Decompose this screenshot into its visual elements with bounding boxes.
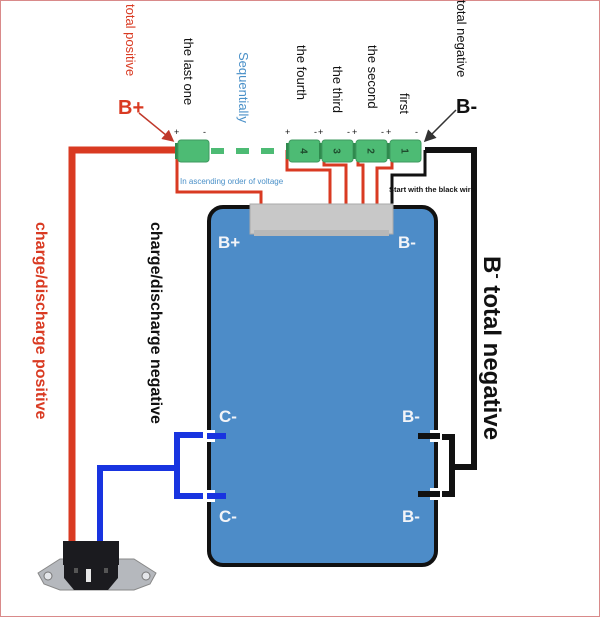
pad-label-b-minus-upper: B- <box>402 407 420 426</box>
battery-cell-fourth: 4+- <box>285 127 321 163</box>
label-the-second: the second <box>365 45 380 109</box>
b-plus-pointer-arrow-icon <box>138 112 175 142</box>
cell-minus-mark: - <box>203 127 206 137</box>
pad-label-b-minus-lower: B- <box>402 507 420 526</box>
cell-plus-mark: + <box>174 127 179 137</box>
cell-number: 4 <box>298 148 309 154</box>
cell-plus-mark: + <box>318 127 323 137</box>
pad-label-c-minus-upper: C- <box>219 407 237 426</box>
label-b-minus-total-negative: B- total negative <box>478 256 506 440</box>
cell-minus-mark: - <box>415 127 418 137</box>
charge-discharge-positive-wire <box>68 146 178 548</box>
label-sequentially: Sequentially <box>236 52 251 123</box>
battery-cell-first: 1 + - <box>386 127 422 163</box>
note-start-black-wire: Start with the black wire <box>389 185 475 194</box>
balance-connector <box>249 203 394 235</box>
label-the-fourth: the fourth <box>294 45 309 100</box>
label-the-last-one: the last one <box>181 38 196 105</box>
balance-wire-fourth <box>285 150 332 210</box>
battery-cells: +-4+-3+-2+-1+- <box>174 127 422 163</box>
cell-plus-mark: + <box>352 127 357 137</box>
note-ascending-order: In ascending order of voltage <box>180 177 284 186</box>
label-charge-discharge-positive: charge/discharge positive <box>32 222 49 420</box>
sequential-dashes <box>211 148 274 154</box>
label-b-plus-top: B+ <box>118 97 144 119</box>
c-minus-pad-bridge <box>174 432 226 499</box>
label-first: first <box>397 93 412 114</box>
iec-power-inlet-icon <box>37 541 157 591</box>
cell-plus-mark: + <box>386 127 391 137</box>
cell-minus-mark: - <box>314 127 317 137</box>
cell-body <box>177 139 210 163</box>
label-b-minus-top: B- <box>456 96 477 118</box>
pad-label-c-minus-lower: C- <box>219 507 237 526</box>
balance-wire-last <box>175 150 263 210</box>
cell-number: 1 <box>399 148 410 154</box>
label-total-negative: total negative <box>454 0 469 77</box>
charge-discharge-negative-wire <box>97 465 176 548</box>
pad-label-b-minus-top: B- <box>398 233 416 252</box>
b-minus-pointer-arrow-icon <box>423 109 457 143</box>
label-the-third: the third <box>330 66 345 113</box>
battery-cell-last: +- <box>174 127 210 163</box>
cell-number: 2 <box>365 148 376 154</box>
black-balance-wire <box>390 150 427 210</box>
total-negative-wire <box>425 147 477 470</box>
label-total-positive: total positive <box>123 4 138 76</box>
battery-cell-second: 2+- <box>352 127 388 163</box>
cell-number: 3 <box>331 148 342 154</box>
cell-minus-mark: - <box>347 127 350 137</box>
cell-minus-mark: - <box>381 127 384 137</box>
battery-cell-third: 3+- <box>318 127 354 163</box>
label-charge-discharge-negative: charge/discharge negative <box>147 222 164 424</box>
cell-plus-mark: + <box>285 127 290 137</box>
cell-body <box>389 139 422 163</box>
pad-label-b-plus: B+ <box>218 233 240 252</box>
